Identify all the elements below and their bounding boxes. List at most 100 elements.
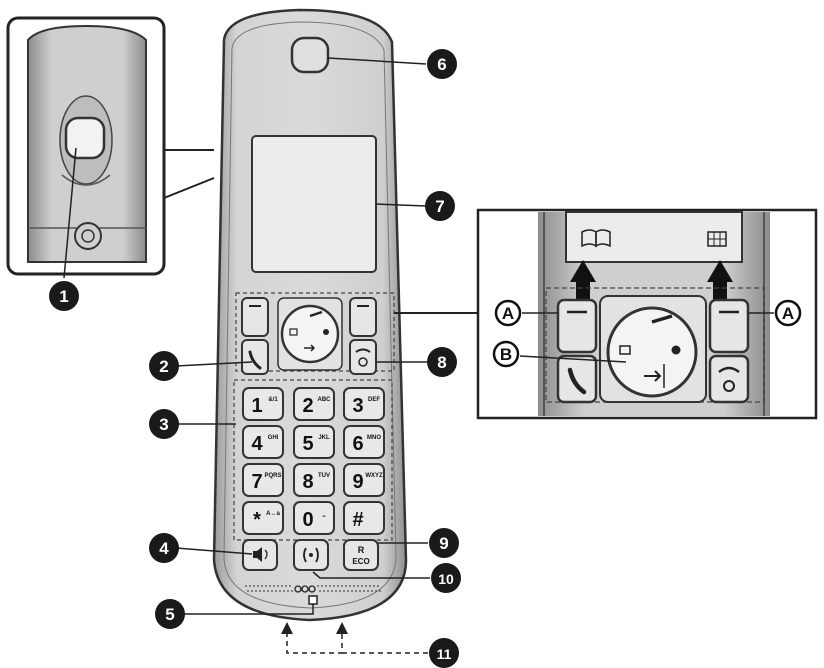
bottom-keys: R ECO [242, 539, 379, 571]
mic-dot [375, 590, 377, 592]
callout-label: 7 [435, 197, 444, 216]
mic-dot [321, 585, 323, 587]
talk-key [241, 339, 269, 375]
mic-dot [255, 590, 257, 592]
mic-dot [277, 585, 279, 587]
key-sub-label: WXYZ [365, 473, 383, 479]
key-main-label: 5 [302, 433, 313, 455]
callout-label: 6 [437, 55, 446, 74]
navigator-key [280, 304, 340, 364]
mic-dot [333, 585, 335, 587]
mic-dot [281, 585, 283, 587]
callout-11: 11 [429, 638, 459, 668]
mic-dot [265, 585, 267, 587]
intercom-icon [303, 547, 319, 563]
mic-dot [357, 585, 359, 587]
mic-dot [317, 585, 319, 587]
mic-dot [365, 585, 367, 587]
key-sub-label: MNO [367, 435, 381, 441]
callout-10: 10 [431, 563, 461, 593]
marker-a-right-label: A [782, 304, 794, 323]
callout-4: 4 [149, 533, 179, 563]
callout-label: 1 [59, 287, 68, 306]
callout-1: 1 [49, 281, 79, 311]
callout-label: 10 [438, 571, 454, 587]
mic-dot [329, 585, 331, 587]
mic-dot [263, 590, 265, 592]
key-sub-label: ABC [318, 397, 332, 403]
earpiece [290, 36, 330, 74]
callout-label: 5 [165, 605, 174, 624]
marker-b-label: B [500, 345, 512, 364]
mic-dot [261, 585, 263, 587]
key-sub-label: PQRS [264, 473, 281, 479]
mic-dot [279, 590, 281, 592]
key-sub-label: TUV [318, 473, 330, 479]
back-inset [6, 16, 215, 279]
off-icon [355, 348, 371, 367]
marker-a-left [494, 299, 522, 327]
mic-dot [273, 585, 275, 587]
callout-label: 9 [439, 534, 448, 553]
mic-dot [351, 590, 353, 592]
key-sub-label: ⎵ [322, 511, 326, 517]
mic-dot [353, 585, 355, 587]
marker-b [492, 340, 520, 368]
mic-dot [271, 590, 273, 592]
key-10: * A↔a [242, 501, 284, 535]
callout-label: 3 [159, 415, 168, 434]
key-main-label: 4 [251, 433, 263, 455]
mic-dot [373, 585, 375, 587]
key-1: 1&/1 [242, 387, 284, 421]
key-main-label: # [352, 509, 363, 531]
mic-dot [289, 585, 291, 587]
callout-2: 2 [149, 351, 179, 381]
key-main-label: 9 [352, 471, 363, 493]
mic-dot [249, 585, 251, 587]
callout-label: 2 [159, 357, 168, 376]
mic-dot [253, 585, 255, 587]
mic-dot [343, 590, 345, 592]
mic-dot [377, 585, 379, 587]
key-12: # [343, 501, 385, 535]
mic-dot [337, 585, 339, 587]
microphone [245, 585, 381, 605]
mic-dot [287, 590, 289, 592]
mic-dot [379, 590, 381, 592]
callouts: 1 2 3 4 5 6 7 8 9 10 11 [49, 49, 461, 668]
r-key-label: R [358, 545, 365, 555]
mic-dot [291, 590, 293, 592]
key-sub-label: A↔a [266, 511, 280, 517]
mic-dot [275, 590, 277, 592]
callout-8: 8 [427, 347, 457, 377]
mic-dot [325, 585, 327, 587]
key-main-label: 3 [352, 395, 363, 417]
mic-dot [367, 590, 369, 592]
mic-dot [251, 590, 253, 592]
mic-dot [363, 590, 365, 592]
mic-dot [339, 590, 341, 592]
mic-dot [319, 590, 321, 592]
mic-dot [259, 590, 261, 592]
eco-key-label: ECO [352, 557, 369, 566]
soft-key-right [349, 297, 377, 337]
soft-key-left [241, 297, 269, 337]
mic-dot [361, 585, 363, 587]
mic-dot [355, 590, 357, 592]
mic-dot [349, 585, 351, 587]
key-main-label: * [253, 509, 261, 531]
talk-icon [248, 350, 262, 370]
callout-7: 7 [425, 191, 455, 221]
mic-dot [267, 590, 269, 592]
marker-a-left-label: A [502, 304, 514, 323]
mic-dot [247, 590, 249, 592]
release-button [64, 116, 106, 160]
callout-label: 11 [437, 646, 452, 662]
off-key [349, 339, 377, 375]
